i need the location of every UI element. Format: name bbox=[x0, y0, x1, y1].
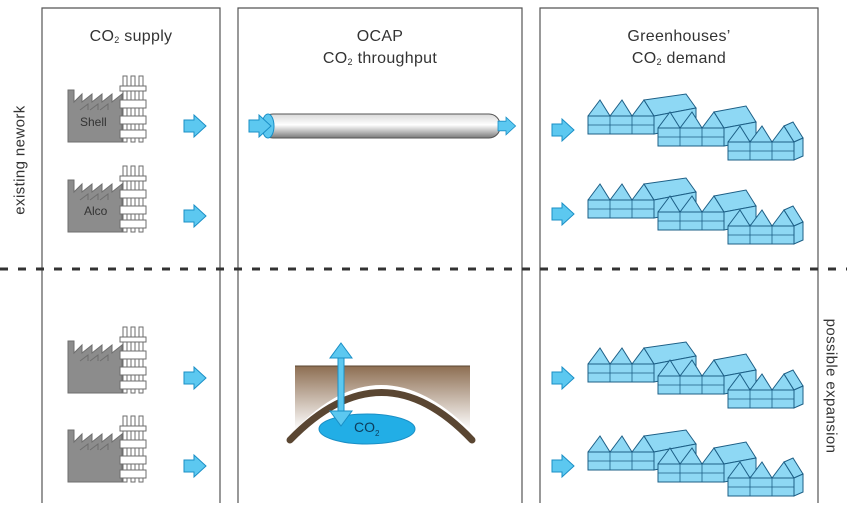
greenhouse-cluster-3 bbox=[587, 341, 804, 409]
demand-arrow-3 bbox=[551, 366, 575, 390]
existing-network-label: existing nework bbox=[11, 105, 29, 215]
reservoir-label: CO2 bbox=[354, 419, 380, 438]
factory-expansion-1 bbox=[67, 326, 147, 394]
factory-label-shell: Shell bbox=[80, 115, 107, 129]
factory-expansion-2 bbox=[67, 415, 147, 483]
demand-title: Greenhouses’ CO2 demand bbox=[540, 26, 818, 73]
supply-panel-frame bbox=[41, 7, 221, 503]
factory-shell bbox=[67, 75, 147, 143]
supply-title: CO2 supply bbox=[89, 28, 173, 45]
greenhouse-cluster-2 bbox=[587, 177, 804, 245]
demand-arrow-1 bbox=[551, 118, 575, 142]
co2-reservoir bbox=[286, 342, 476, 445]
demand-arrow-2 bbox=[551, 202, 575, 226]
expansion-label: possible expansion bbox=[822, 318, 840, 454]
supply-arrow-2 bbox=[183, 204, 207, 228]
factory-label-alco: Alco bbox=[84, 204, 108, 218]
ocap-pipeline bbox=[248, 113, 516, 139]
supply-arrow-3 bbox=[183, 366, 207, 390]
supply-arrow-1 bbox=[183, 114, 207, 138]
demand-arrow-4 bbox=[551, 454, 575, 478]
throughput-title-line2: CO2 throughput bbox=[322, 50, 438, 67]
greenhouse-cluster-4 bbox=[587, 429, 804, 497]
greenhouse-cluster-1 bbox=[587, 93, 804, 161]
demand-title-line1: Greenhouses’ bbox=[627, 28, 731, 45]
demand-title-line2: CO2 demand bbox=[631, 50, 727, 67]
demand-panel-frame bbox=[539, 7, 819, 503]
throughput-title: OCAP CO2 throughput bbox=[238, 26, 522, 73]
factory-alco bbox=[67, 165, 147, 233]
throughput-title-line1: OCAP bbox=[356, 28, 404, 45]
supply-arrow-4 bbox=[183, 454, 207, 478]
throughput-panel-frame bbox=[237, 7, 523, 503]
panel-frames bbox=[41, 7, 819, 503]
